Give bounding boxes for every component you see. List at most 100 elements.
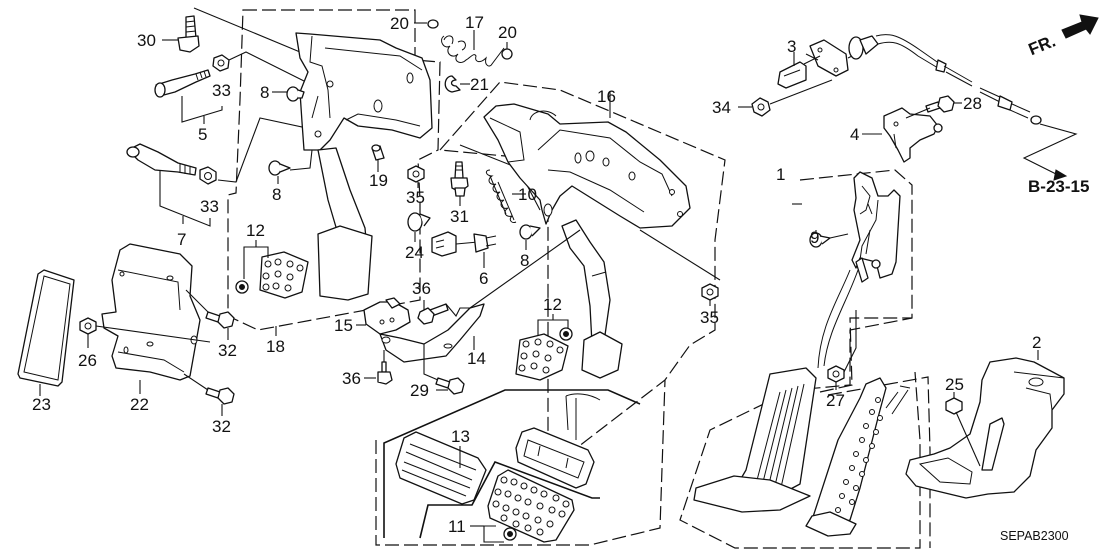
- part-bolt-32-upper[interactable]: [205, 311, 235, 329]
- callout-17[interactable]: 17: [465, 13, 484, 32]
- part-pedal-pad-13[interactable]: [395, 431, 487, 505]
- part-clip-25[interactable]: [945, 397, 963, 415]
- part-pedal-pad-11[interactable]: [487, 469, 575, 543]
- part-nut-33-lower[interactable]: [199, 166, 217, 185]
- part-bracket-4[interactable]: [883, 107, 943, 163]
- front-arrow-icon: [1061, 14, 1099, 39]
- part-nut-33-upper[interactable]: [212, 54, 230, 72]
- part-bolt-32-lower[interactable]: [205, 387, 235, 405]
- callout-20-left[interactable]: 20: [390, 14, 409, 33]
- group-outline-hook: [819, 317, 912, 393]
- part-bolt-29[interactable]: [435, 377, 465, 395]
- part-nut-34[interactable]: [751, 97, 771, 117]
- part-pushrod-5[interactable]: [154, 69, 211, 98]
- callout-19[interactable]: 19: [369, 171, 388, 190]
- part-floor-bracket-2[interactable]: [905, 357, 1065, 499]
- part-clip-20-right[interactable]: [501, 48, 513, 60]
- part-bracket-22[interactable]: [101, 243, 201, 381]
- callout-7[interactable]: 7: [177, 230, 186, 249]
- part-clip-8-brake[interactable]: [519, 224, 541, 240]
- callout-15[interactable]: 15: [334, 316, 353, 335]
- part-bushing-19[interactable]: [371, 144, 385, 161]
- callout-3[interactable]: 3: [787, 37, 796, 56]
- callout-6[interactable]: 6: [479, 269, 488, 288]
- callout-22[interactable]: 22: [130, 395, 149, 414]
- callout-21[interactable]: 21: [470, 75, 489, 94]
- callout-8-upper[interactable]: 8: [260, 83, 269, 102]
- callout-35-left[interactable]: 35: [406, 188, 425, 207]
- callout-28[interactable]: 28: [963, 94, 982, 113]
- callout-8-lower[interactable]: 8: [272, 185, 281, 204]
- callout-25[interactable]: 25: [945, 375, 964, 394]
- callout-34[interactable]: 34: [712, 98, 731, 117]
- callout-18[interactable]: 18: [266, 337, 285, 356]
- part-pedal-pad-12-brake[interactable]: [515, 333, 569, 381]
- callout-4[interactable]: 4: [850, 125, 859, 144]
- part-nut-11[interactable]: [503, 527, 517, 541]
- callout-20-right[interactable]: 20: [498, 23, 517, 42]
- part-bolt-31[interactable]: [450, 161, 469, 197]
- part-brake-pad-bracket[interactable]: [515, 393, 601, 489]
- part-brake-switch-6[interactable]: [431, 231, 497, 257]
- part-accelerator-pedal-1[interactable]: [693, 171, 901, 513]
- callout-9[interactable]: 9: [810, 228, 819, 247]
- part-clip-8-lower[interactable]: [268, 160, 291, 176]
- callout-32-lower[interactable]: 32: [212, 417, 231, 436]
- callout-10[interactable]: 10: [518, 185, 537, 204]
- callout-24[interactable]: 24: [405, 243, 424, 262]
- callout-29[interactable]: 29: [410, 381, 429, 400]
- part-bracket-14[interactable]: [379, 303, 485, 363]
- callout-23[interactable]: 23: [32, 395, 51, 414]
- callout-2[interactable]: 2: [1032, 333, 1041, 352]
- part-nut-27[interactable]: [827, 365, 845, 383]
- part-spring-17[interactable]: [441, 35, 505, 67]
- part-nut-12-brake[interactable]: [559, 327, 573, 341]
- callout-14[interactable]: 14: [467, 349, 486, 368]
- part-spring-10[interactable]: [485, 169, 517, 223]
- part-brake-pedal-bracket[interactable]: [483, 103, 691, 229]
- cross-reference-link[interactable]: B-23-15: [1028, 177, 1089, 196]
- diagram-code: SEPAB2300: [1000, 529, 1069, 543]
- part-clip-20-left[interactable]: [427, 19, 439, 29]
- callout-1[interactable]: 1: [776, 165, 785, 184]
- callout-32-upper[interactable]: 32: [218, 341, 237, 360]
- part-pedal-pad-12-clutch[interactable]: [259, 251, 309, 299]
- callout-33-lower[interactable]: 33: [200, 197, 219, 216]
- part-nut-26[interactable]: [79, 317, 97, 335]
- callout-27[interactable]: 27: [826, 391, 845, 410]
- part-accelerator-pad[interactable]: [805, 377, 911, 537]
- part-pushrod-7[interactable]: [126, 143, 197, 176]
- callout-12-brake[interactable]: 12: [543, 295, 562, 314]
- part-clip-21[interactable]: [444, 75, 461, 93]
- callout-36-lower[interactable]: 36: [342, 369, 361, 388]
- part-nut-35-right[interactable]: [701, 283, 719, 301]
- part-bolt-30[interactable]: [177, 15, 200, 53]
- callout-11[interactable]: 11: [448, 517, 466, 536]
- callout-16[interactable]: 16: [597, 87, 616, 106]
- part-bracket-15[interactable]: [363, 297, 411, 335]
- callout-26[interactable]: 26: [78, 351, 97, 370]
- part-clip-24[interactable]: [407, 212, 431, 232]
- part-clutch-pedal-arm[interactable]: [317, 147, 373, 301]
- callout-31[interactable]: 31: [450, 207, 469, 226]
- callout-33-upper[interactable]: 33: [212, 81, 231, 100]
- callout-30[interactable]: 30: [137, 31, 156, 50]
- callout-35-right[interactable]: 35: [700, 308, 719, 327]
- callout-8-brake[interactable]: 8: [520, 251, 529, 270]
- part-bolt-36-lower[interactable]: [377, 361, 393, 385]
- part-bolt-28[interactable]: [925, 95, 955, 113]
- part-clip-8-upper[interactable]: [286, 86, 305, 102]
- callout-5[interactable]: 5: [198, 125, 207, 144]
- part-nut-12-clutch[interactable]: [235, 280, 249, 294]
- front-direction-indicator: [1061, 14, 1099, 39]
- part-clutch-cable-3[interactable]: [777, 34, 1042, 125]
- part-bolt-36-upper[interactable]: [417, 303, 449, 325]
- callout-12-clutch[interactable]: 12: [246, 221, 265, 240]
- part-nut-35-left[interactable]: [407, 165, 425, 183]
- callout-13[interactable]: 13: [451, 427, 470, 446]
- part-heel-plate-23[interactable]: [17, 269, 75, 387]
- callout-36-upper[interactable]: 36: [412, 279, 431, 298]
- part-clutch-pedal-bracket[interactable]: [295, 32, 433, 151]
- part-brake-pedal-arm[interactable]: [561, 219, 623, 379]
